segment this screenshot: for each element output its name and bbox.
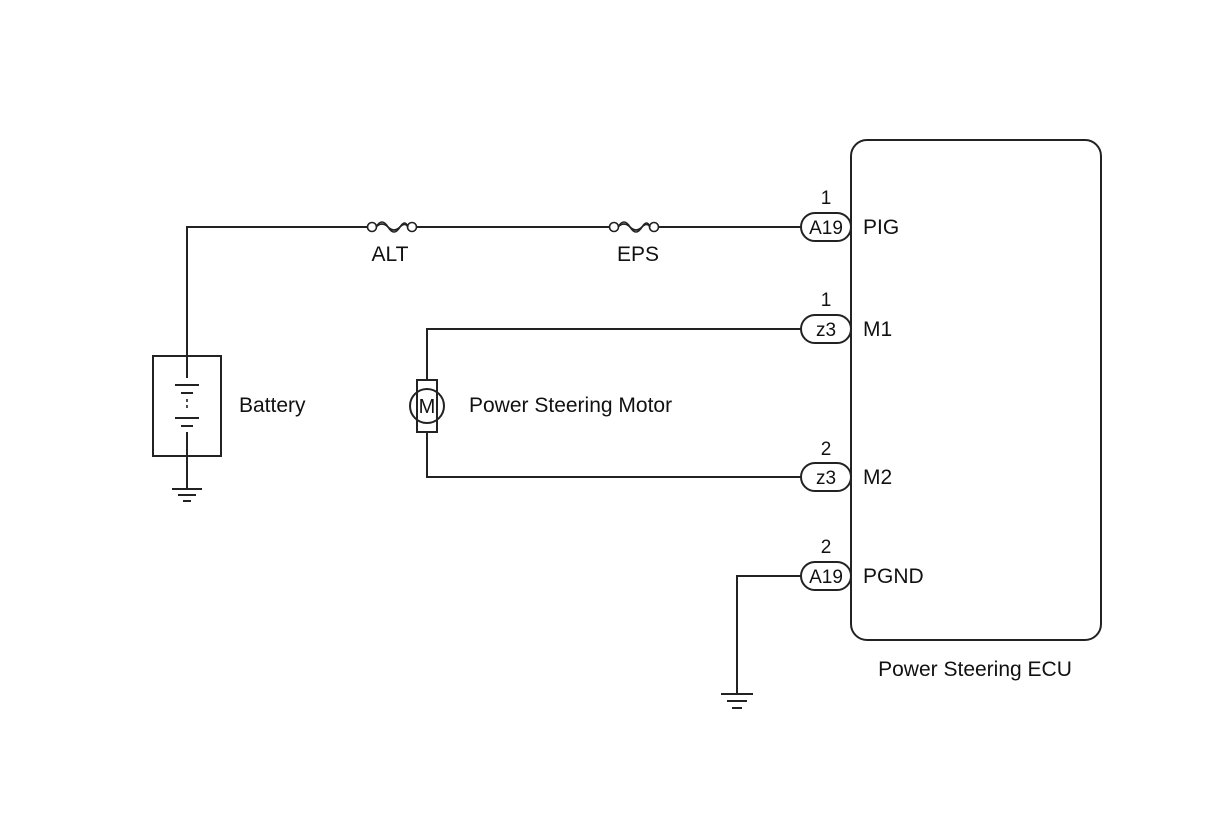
terminal-pig: 1 A19 PIG — [800, 188, 899, 242]
fuse-eps: EPS — [608, 221, 660, 266]
connector-z3-m2 — [800, 462, 852, 492]
battery-label: Battery — [239, 394, 306, 417]
terminal-m2-pin: 2 — [821, 439, 832, 460]
wire-motor-to-m2 — [426, 432, 802, 478]
terminal-m2-connector: z3 — [816, 468, 836, 489]
motor-icon — [409, 388, 445, 424]
wire-battery-to-alt — [186, 226, 368, 356]
wires — [186, 226, 802, 694]
terminal-pig-pin: 1 — [821, 188, 832, 209]
ground-icon — [172, 488, 202, 502]
power-steering-motor: M Power Steering Motor — [409, 379, 672, 433]
motor-symbol: M — [419, 396, 436, 418]
ground-icon-pgnd — [721, 693, 753, 709]
fuse-alt: ALT — [366, 221, 418, 266]
connector-z3-m1 — [800, 314, 852, 344]
terminal-pgnd-name: PGND — [863, 565, 924, 588]
power-steering-ecu: Power Steering ECU — [850, 139, 1102, 681]
fuse-alt-label: ALT — [372, 243, 409, 266]
terminal-m1-connector: z3 — [816, 320, 836, 341]
terminal-pgnd-connector: A19 — [809, 567, 843, 588]
terminal-pgnd-pin: 2 — [821, 537, 832, 558]
terminal-pgnd: 2 A19 PGND — [800, 537, 924, 591]
connector-a19-pgnd — [800, 561, 852, 591]
terminal-m1: 1 z3 M1 — [800, 290, 892, 344]
terminal-m1-name: M1 — [863, 318, 892, 341]
connector-a19-pig — [800, 212, 852, 242]
ecu-label: Power Steering ECU — [878, 658, 1072, 681]
motor-label: Power Steering Motor — [469, 394, 672, 417]
terminal-pig-name: PIG — [863, 216, 899, 239]
terminal-m1-pin: 1 — [821, 290, 832, 311]
terminal-pig-connector: A19 — [809, 218, 843, 239]
wire-motor-to-m1 — [426, 328, 802, 380]
terminal-m2-name: M2 — [863, 466, 892, 489]
terminal-m2: 2 z3 M2 — [800, 439, 892, 492]
ecu-box — [850, 139, 1102, 641]
fuse-eps-label: EPS — [617, 243, 659, 266]
wire-pgnd-ground — [736, 575, 802, 694]
battery: Battery — [152, 355, 306, 457]
